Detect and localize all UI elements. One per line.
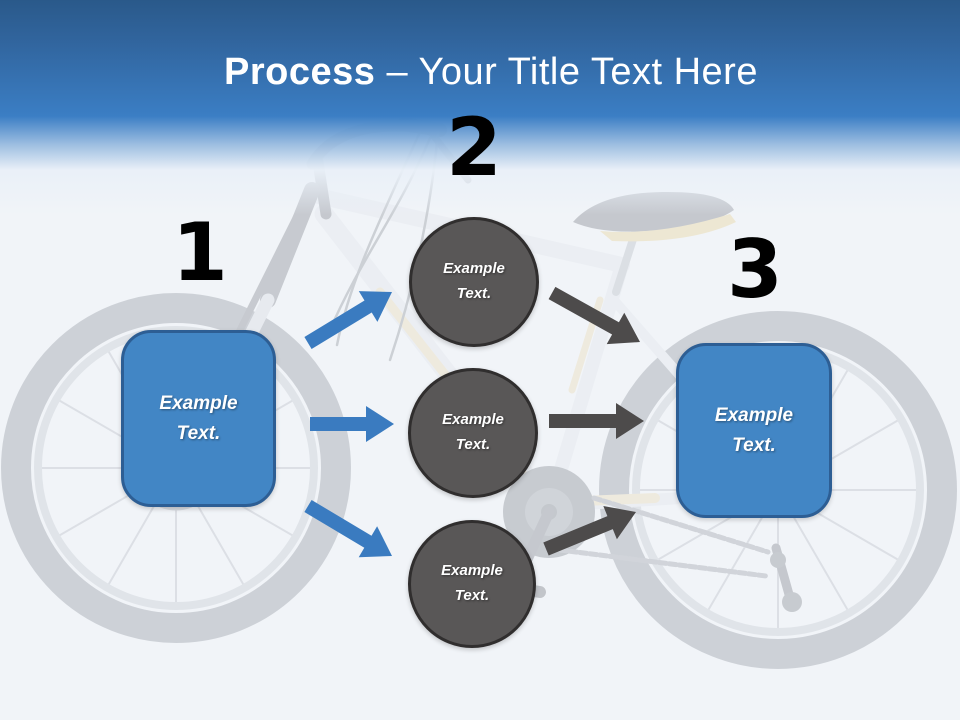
- slide-title: Process – Your Title Text Here: [11, 51, 960, 94]
- step-number-1: 1: [172, 206, 228, 299]
- process-step-circle-1: Example Text.: [409, 217, 539, 347]
- process-step-circle-2: Example Text.: [408, 368, 538, 498]
- process-step-circle-3-label: Example Text.: [441, 562, 503, 604]
- process-start-box: Example Text.: [121, 330, 276, 507]
- title-lead: Process: [224, 51, 376, 93]
- process-step-circle-1-label: Example Text.: [443, 260, 505, 302]
- process-end-box: Example Text.: [676, 343, 832, 518]
- process-step-circle-2-label: Example Text.: [442, 411, 504, 453]
- step-number-3: 3: [727, 223, 783, 316]
- step-number-2: 2: [446, 101, 502, 194]
- process-end-box-label: Example Text.: [714, 405, 794, 456]
- header-gradient: [0, 0, 960, 215]
- title-rest: – Your Title Text Here: [386, 51, 758, 93]
- derailleur: [771, 543, 795, 603]
- process-start-box-label: Example Text.: [159, 393, 238, 444]
- seat-post: [612, 226, 640, 296]
- process-step-circle-3: Example Text.: [408, 520, 536, 648]
